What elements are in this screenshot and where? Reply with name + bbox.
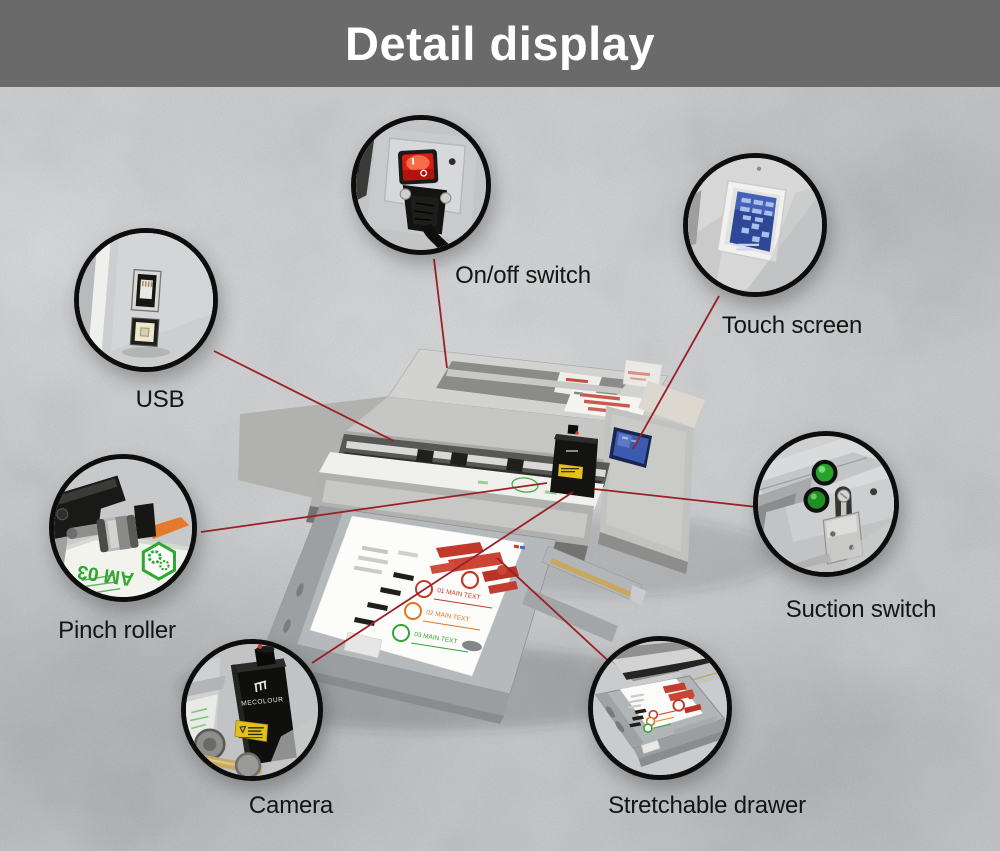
touch-line xyxy=(632,295,720,450)
stretchable-drawer-photo xyxy=(593,641,727,775)
pinch-line xyxy=(200,482,548,533)
drawer-line xyxy=(496,557,616,668)
pinch-roller-photo: AM 03 xyxy=(54,459,192,597)
callout-circle-usb xyxy=(74,228,218,372)
rocker-switch xyxy=(397,149,439,185)
label-camera: Camera xyxy=(248,792,334,819)
label-pinch: Pinch roller xyxy=(58,617,176,644)
camera-module-photo: MECOLOUR xyxy=(186,644,318,776)
tray-sheet-print: 01 MAIN TEXT 02 MAIN TEXT 03 MAIN TEXT xyxy=(353,542,526,653)
hexagon-gear-print xyxy=(141,541,176,581)
roller xyxy=(96,514,139,553)
camera-led xyxy=(257,644,263,649)
camera-line xyxy=(311,491,574,664)
onoff-line xyxy=(433,258,448,369)
svg-text:02 MAIN TEXT: 02 MAIN TEXT xyxy=(426,609,470,623)
suction-line xyxy=(593,488,758,508)
callout-circle-suction xyxy=(753,431,899,577)
callout-circle-pinch: AM 03 xyxy=(49,454,197,602)
callout-circle-camera: MECOLOUR xyxy=(181,639,323,781)
callout-circle-touch xyxy=(683,153,827,297)
usb-b-port xyxy=(129,317,160,347)
callout-lines xyxy=(200,258,758,668)
title-bar: Detail display xyxy=(0,0,1000,87)
callout-circle-onoff xyxy=(351,115,491,255)
touch-screen-photo xyxy=(688,158,822,292)
green-button-top xyxy=(811,459,838,486)
svg-text:01 MAIN TEXT: 01 MAIN TEXT xyxy=(437,587,481,601)
suction-switch-photo xyxy=(758,436,894,572)
svg-text:03 MAIN TEXT: 03 MAIN TEXT xyxy=(414,631,458,645)
green-button-bottom xyxy=(803,487,830,513)
usb-ports-photo xyxy=(79,233,213,367)
page-title: Detail display xyxy=(345,17,655,70)
label-suction: Suction switch xyxy=(785,596,937,623)
callout-circle-drawer xyxy=(588,636,732,780)
label-usb: USB xyxy=(135,386,185,413)
usb-line xyxy=(213,350,395,442)
label-onoff: On/off switch xyxy=(455,262,591,289)
onoff-switch-photo xyxy=(356,120,486,250)
label-drawer: Stretchable drawer xyxy=(608,792,806,819)
usb-a-port xyxy=(130,268,162,313)
label-touch: Touch screen xyxy=(721,312,863,339)
